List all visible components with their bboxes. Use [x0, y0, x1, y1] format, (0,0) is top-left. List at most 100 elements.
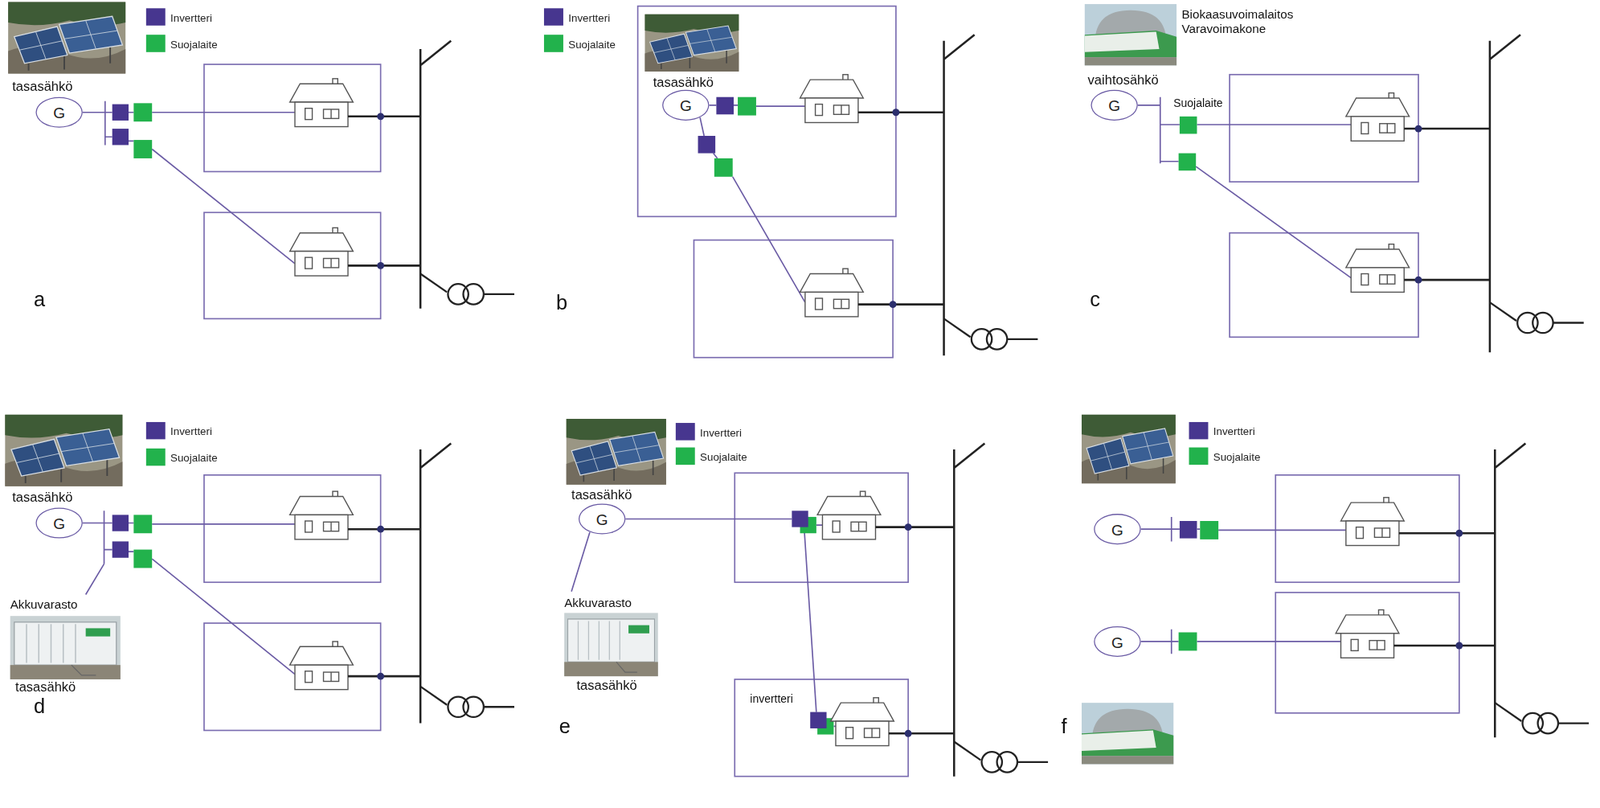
battery-storage-photo [564, 612, 659, 676]
wire [1137, 97, 1351, 279]
connection-dot [1415, 125, 1423, 133]
inverter-symbol [112, 514, 129, 557]
transformer-symbol [1494, 702, 1589, 733]
generator-circle: G [35, 507, 82, 538]
legend-swatch [146, 34, 166, 53]
connection-dot [1455, 529, 1463, 537]
bus-line [1394, 442, 1527, 737]
legend-item: Suojalaite [1188, 447, 1261, 466]
legend-item: Suojalaite [675, 447, 748, 466]
property-box [204, 64, 381, 172]
legend-item: Invertteri [146, 421, 213, 440]
house-symbol [1335, 609, 1400, 659]
protection-device-symbol [1178, 153, 1197, 172]
legend-text: Invertteri [568, 10, 610, 23]
panel-a [8, 2, 515, 320]
panel-e [564, 418, 1048, 777]
property-box [693, 240, 893, 358]
bus-line [1403, 34, 1521, 352]
biogas-plant-photo [1084, 4, 1177, 66]
property-box [1275, 474, 1460, 713]
legend-item: Suojalaite [146, 34, 218, 53]
house-symbol [800, 268, 864, 317]
connection-dot [376, 525, 385, 680]
legend-item: Suojalaite [146, 448, 218, 467]
panel-d [4, 414, 515, 731]
connection-dot [376, 112, 385, 269]
transformer-symbol [420, 274, 515, 305]
inverter-symbol [112, 514, 129, 531]
house-symbol [817, 491, 881, 540]
wire [699, 105, 806, 303]
connection-dot [1415, 276, 1423, 284]
protection-device-symbol [1178, 632, 1198, 651]
house-symbol [1346, 93, 1410, 293]
inverter-symbol [810, 712, 827, 729]
property-box [1229, 74, 1419, 338]
battery-storage-photo [10, 615, 121, 680]
inverter-symbol [791, 510, 827, 729]
transformer-symbol [944, 318, 1039, 349]
protection-device-symbol [737, 97, 757, 116]
panel-letter: a [33, 287, 46, 311]
generator-label: G [1108, 97, 1121, 113]
generator-label: G [53, 104, 66, 120]
legend-swatch [146, 421, 166, 440]
legend-swatch [146, 448, 166, 467]
property-box [1229, 74, 1419, 182]
legend-text: Suojalaite [568, 36, 616, 50]
inverter-symbol [112, 104, 129, 146]
legend-text: Suojalaite [699, 450, 748, 463]
protection-device-symbol [133, 549, 152, 569]
legend-text: Suojalaite [170, 36, 218, 50]
protection-device-symbol [1179, 116, 1198, 135]
biogas-plant-photo [1081, 702, 1174, 764]
legend-swatch [675, 447, 696, 466]
inverter-symbol [112, 540, 129, 557]
wire [82, 510, 295, 674]
house-symbol [830, 697, 895, 746]
protection-device-symbol [133, 514, 152, 568]
property-box [638, 6, 897, 358]
bus-line [858, 34, 975, 356]
generator-circle: G [1090, 90, 1138, 121]
house-symbol [1346, 244, 1410, 293]
legend-text: Suojalaite [170, 450, 218, 463]
panel-letter: e [559, 714, 571, 738]
connection-dot [376, 672, 385, 680]
panel-letter: c [1089, 287, 1101, 311]
wire [571, 518, 836, 726]
legend-item: Invertteri [544, 8, 610, 26]
panel-letter: f [1061, 714, 1068, 738]
solar-panel-photo [8, 2, 126, 74]
property-box [204, 474, 381, 731]
house-symbol [817, 491, 894, 745]
panel-f [1081, 414, 1589, 765]
wire [571, 518, 836, 726]
wire [82, 510, 295, 674]
connection-dot [904, 729, 913, 737]
house-symbol [290, 491, 354, 689]
protection-device-symbol [133, 102, 152, 159]
connection-dot [376, 261, 385, 270]
inverter-symbol [1179, 520, 1198, 539]
property-box [1275, 474, 1460, 582]
annotation-label: tasasähkö [15, 679, 76, 696]
solar-panel-photo [566, 418, 667, 485]
protection-device-symbol [133, 102, 152, 122]
legend-text: Invertteri [170, 424, 213, 437]
bus-line [347, 40, 451, 309]
inverter-symbol [716, 97, 734, 115]
house-symbol [290, 78, 354, 276]
protection-device-symbol [800, 516, 835, 735]
panel-c [1084, 4, 1584, 352]
house-symbol [800, 74, 864, 317]
property-box [734, 679, 909, 777]
wire [82, 101, 295, 264]
house-symbol [290, 641, 354, 690]
house-symbol [800, 74, 864, 123]
generator-circle: G [578, 503, 626, 534]
annotation-label: tasasähkö [571, 487, 632, 504]
property-box [1229, 233, 1419, 338]
